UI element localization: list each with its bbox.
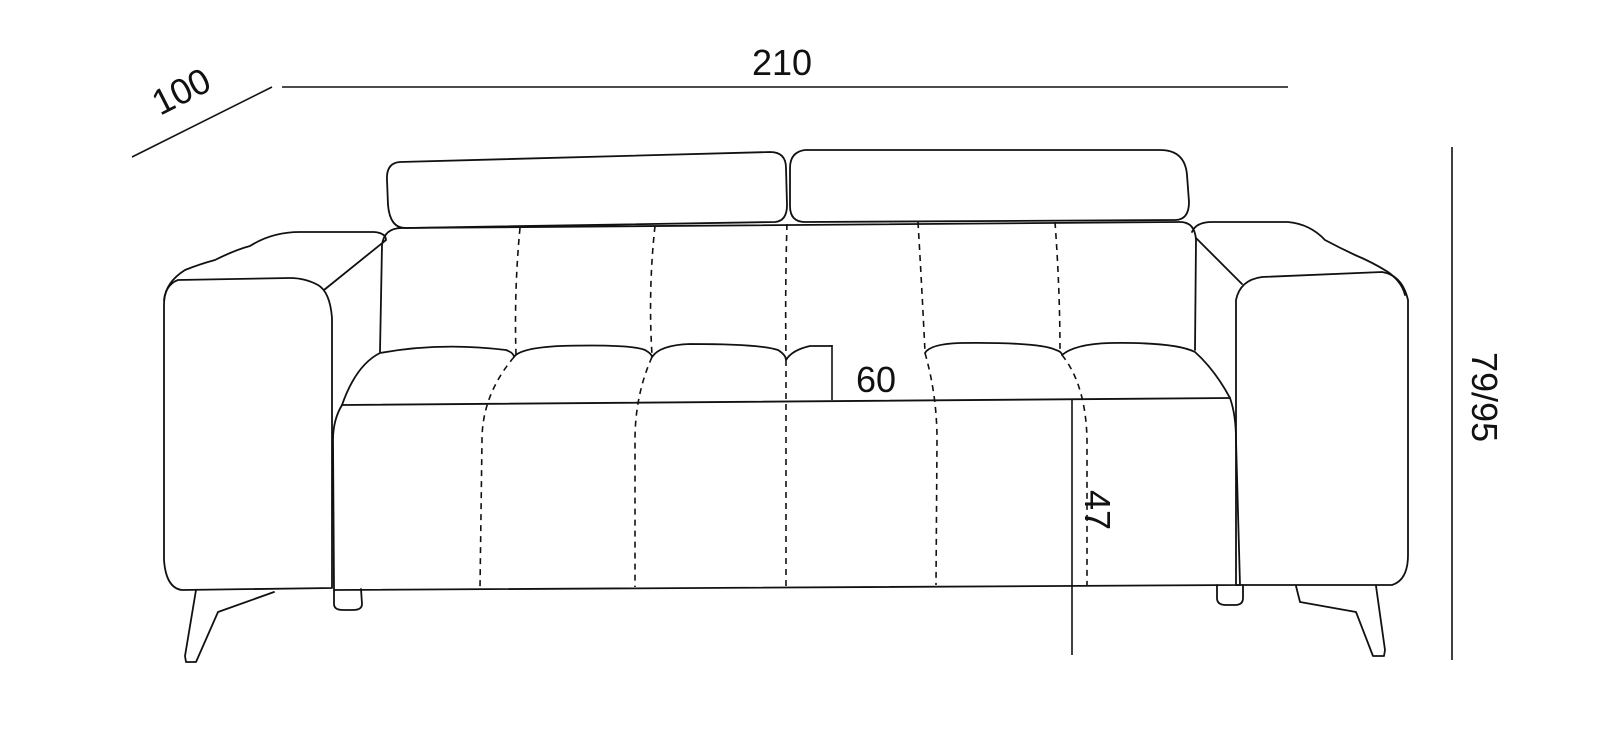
seat-front-edge (341, 397, 1231, 406)
right-inner-foot (1216, 584, 1244, 606)
left-armrest (163, 231, 387, 591)
headrest-right (789, 149, 1190, 223)
right-armrest (1191, 221, 1409, 586)
seat-base (332, 352, 1241, 591)
seat-seam-1 (479, 356, 515, 589)
right-outer-leg (1295, 585, 1386, 657)
height-label: 79/95 (1464, 352, 1505, 442)
seat-base-outline (332, 397, 1241, 591)
seat-depth-label: 60 (856, 359, 896, 400)
headrest-left (386, 151, 788, 229)
backrest-seam-1 (514, 227, 521, 356)
dimension-labels: 100 210 79/95 60 47 (145, 42, 1505, 530)
seat-height-label: 47 (1077, 490, 1118, 530)
dimension-lines (131, 86, 1453, 660)
sofa-legs (184, 584, 1386, 663)
headrests (386, 149, 1190, 229)
backrest-seam-4 (917, 221, 926, 353)
backrest-seam-5 (1054, 221, 1061, 353)
left-arm-top (163, 231, 387, 301)
width-label: 210 (752, 42, 812, 83)
right-arm-front (1235, 271, 1409, 586)
backrest-seam-2 (649, 225, 656, 356)
left-arm-front (163, 277, 333, 591)
backrest-outline (379, 221, 1197, 353)
left-outer-leg (184, 589, 275, 663)
seat-seam-5 (1061, 354, 1088, 585)
right-arm-top (1191, 221, 1406, 296)
backrest (379, 221, 1197, 356)
left-inner-foot (333, 588, 363, 611)
depth-dimension-line (131, 86, 273, 158)
depth-label: 100 (145, 59, 217, 123)
seat-seam-4 (924, 352, 938, 586)
backrest-seam-3 (784, 223, 788, 356)
seat-seam-2 (634, 356, 653, 587)
